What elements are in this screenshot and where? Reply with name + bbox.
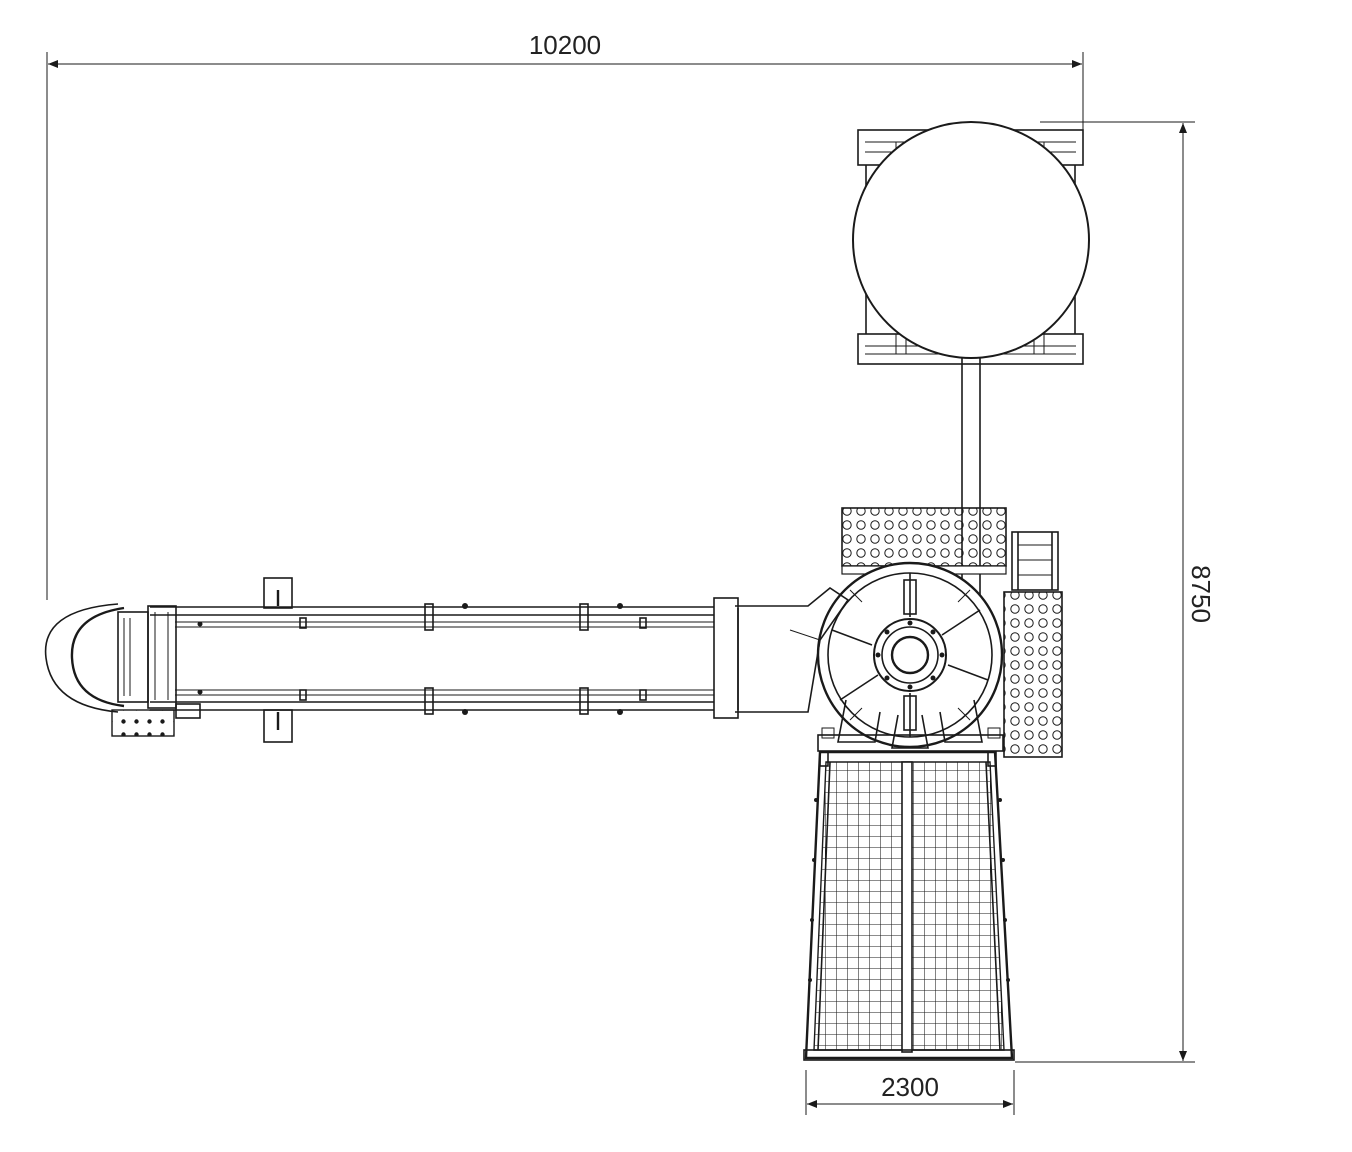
main-drum [816,561,1004,749]
side-ladder [1011,531,1059,591]
dimension-overall-height: 8750 [1015,121,1216,1063]
dimension-label-width: 10200 [529,30,601,60]
dimension-label-hopper: 2300 [881,1072,939,1102]
head-pulley [44,603,201,737]
conveyor-boom [150,577,714,743]
dimension-hopper-width: 2300 [805,1070,1015,1115]
side-screen-panel [1003,591,1063,758]
feed-chute [713,587,850,719]
dimension-label-height: 8750 [1186,565,1216,623]
dimension-overall-width: 10200 [46,30,1084,600]
drum-support [817,699,1004,752]
storage-tank [852,121,1090,365]
hopper-grid [803,750,1015,1061]
